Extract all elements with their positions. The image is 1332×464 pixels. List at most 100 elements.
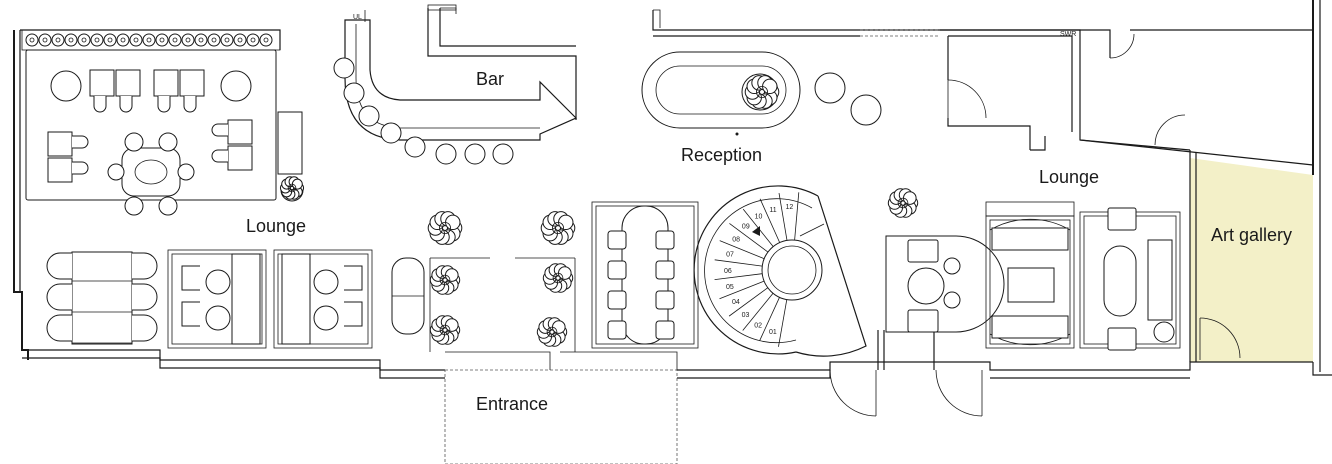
bar-counter: UL (333, 4, 578, 165)
planter-shrub-center (211, 37, 217, 43)
shrub-icon (429, 315, 461, 345)
shrub-icon (429, 265, 461, 295)
bench-chair (46, 283, 72, 311)
meeting-chair (607, 260, 627, 280)
stair-step-number: 08 (732, 237, 740, 244)
stair-step-number: 05 (726, 284, 734, 291)
planter-shrub (38, 33, 52, 47)
stair-tread (714, 259, 763, 267)
stair-tread (729, 223, 769, 253)
shrub-icon (542, 263, 574, 293)
planter-shrub (155, 33, 169, 47)
planter-shrub (90, 33, 104, 47)
planter-shrub-center (263, 37, 269, 43)
meeting-chair (655, 320, 675, 340)
planter-shrub (103, 33, 117, 47)
room-label-lounge-left: Lounge (246, 216, 307, 236)
stair-tread (759, 198, 781, 243)
left-lower-lounge (46, 249, 425, 349)
planter-shrub (207, 33, 221, 47)
planter-shrub (220, 33, 234, 47)
stair-step-number: 01 (769, 329, 777, 336)
stair-tread (742, 293, 774, 331)
planter-shrub-center (120, 37, 126, 43)
planter-shrub-center (172, 37, 178, 43)
stair-tread (794, 192, 800, 241)
meeting-chair (607, 290, 627, 310)
room-label-art-gallery: Art gallery (1211, 225, 1293, 245)
planter-shrub-center (55, 37, 61, 43)
shrub-icon (279, 176, 305, 200)
meeting-chair (655, 290, 675, 310)
bar-tag: UL (353, 14, 362, 21)
meeting-chair (607, 320, 627, 340)
tree-cluster (279, 75, 919, 218)
meeting-chair (607, 230, 627, 250)
stair-step-number: 09 (742, 224, 750, 231)
planter-shrub-center (250, 37, 256, 43)
planter-shrub (259, 33, 273, 47)
shrub-icon (887, 188, 919, 218)
meeting-table (591, 201, 699, 349)
planter-shrub (129, 33, 143, 47)
stair-step-number: 04 (732, 299, 740, 306)
stair-step-number: 11 (769, 207, 776, 214)
stair-step-number: 03 (742, 312, 750, 319)
planter-shrub-center (198, 37, 204, 43)
planter-shrub-center (68, 37, 74, 43)
planter-shrub-center (133, 37, 139, 43)
stair-step-number: 06 (724, 268, 732, 275)
planter-shrub-center (29, 37, 35, 43)
planter-shrub-center (224, 37, 230, 43)
bench-chair (46, 252, 72, 280)
planter-shrub-center (237, 37, 243, 43)
planter-shrub (77, 33, 91, 47)
bench-chair (132, 252, 158, 280)
room-label-entrance: Entrance (476, 394, 549, 414)
meeting-chair (655, 230, 675, 250)
bench-chair (132, 314, 158, 342)
room-label-bar: Bar (476, 69, 505, 89)
planter-shrub (181, 33, 195, 47)
stair-step-number: 07 (726, 252, 734, 259)
door-tag: SWR (1060, 31, 1076, 38)
shrub-icon (540, 211, 576, 245)
stair-tread (719, 280, 765, 300)
planter-shrub-center (159, 37, 165, 43)
planter-shrub-center (94, 37, 100, 43)
planter-shrub-center (185, 37, 191, 43)
left-upper-lounge (21, 29, 304, 216)
planter-shrub (51, 33, 65, 47)
planter-shrub (233, 33, 247, 47)
planter-shrub (64, 33, 78, 47)
planter-shrub (116, 33, 130, 47)
stair-tread (728, 287, 769, 317)
planter-shrub (246, 33, 260, 47)
room-label-reception: Reception (681, 145, 763, 165)
stair-tread (759, 297, 780, 342)
art-gallery-area (1190, 158, 1313, 362)
planter-shrub (25, 33, 39, 47)
reception-desk (641, 51, 882, 136)
shrub-icon (427, 211, 463, 245)
shrub-icon (744, 75, 780, 109)
planter-shrub-center (107, 37, 113, 43)
stair-step-number: 02 (754, 322, 762, 329)
entry-planters (427, 211, 576, 352)
planter-shrub (168, 33, 182, 47)
stair-step-number: 12 (785, 204, 793, 211)
stair-tread (714, 273, 763, 281)
room-label-lounge-right: Lounge (1039, 167, 1100, 187)
stair-tread (719, 240, 765, 260)
planter-shrub-center (42, 37, 48, 43)
planter-shrub (142, 33, 156, 47)
right-lounge (885, 201, 1181, 351)
stair-tread (778, 193, 788, 241)
stair-step-number: 10 (755, 213, 763, 220)
bench-chair (132, 283, 158, 311)
planter-shrub (194, 33, 208, 47)
bench-chair (46, 314, 72, 342)
entrance-outline (444, 369, 678, 464)
